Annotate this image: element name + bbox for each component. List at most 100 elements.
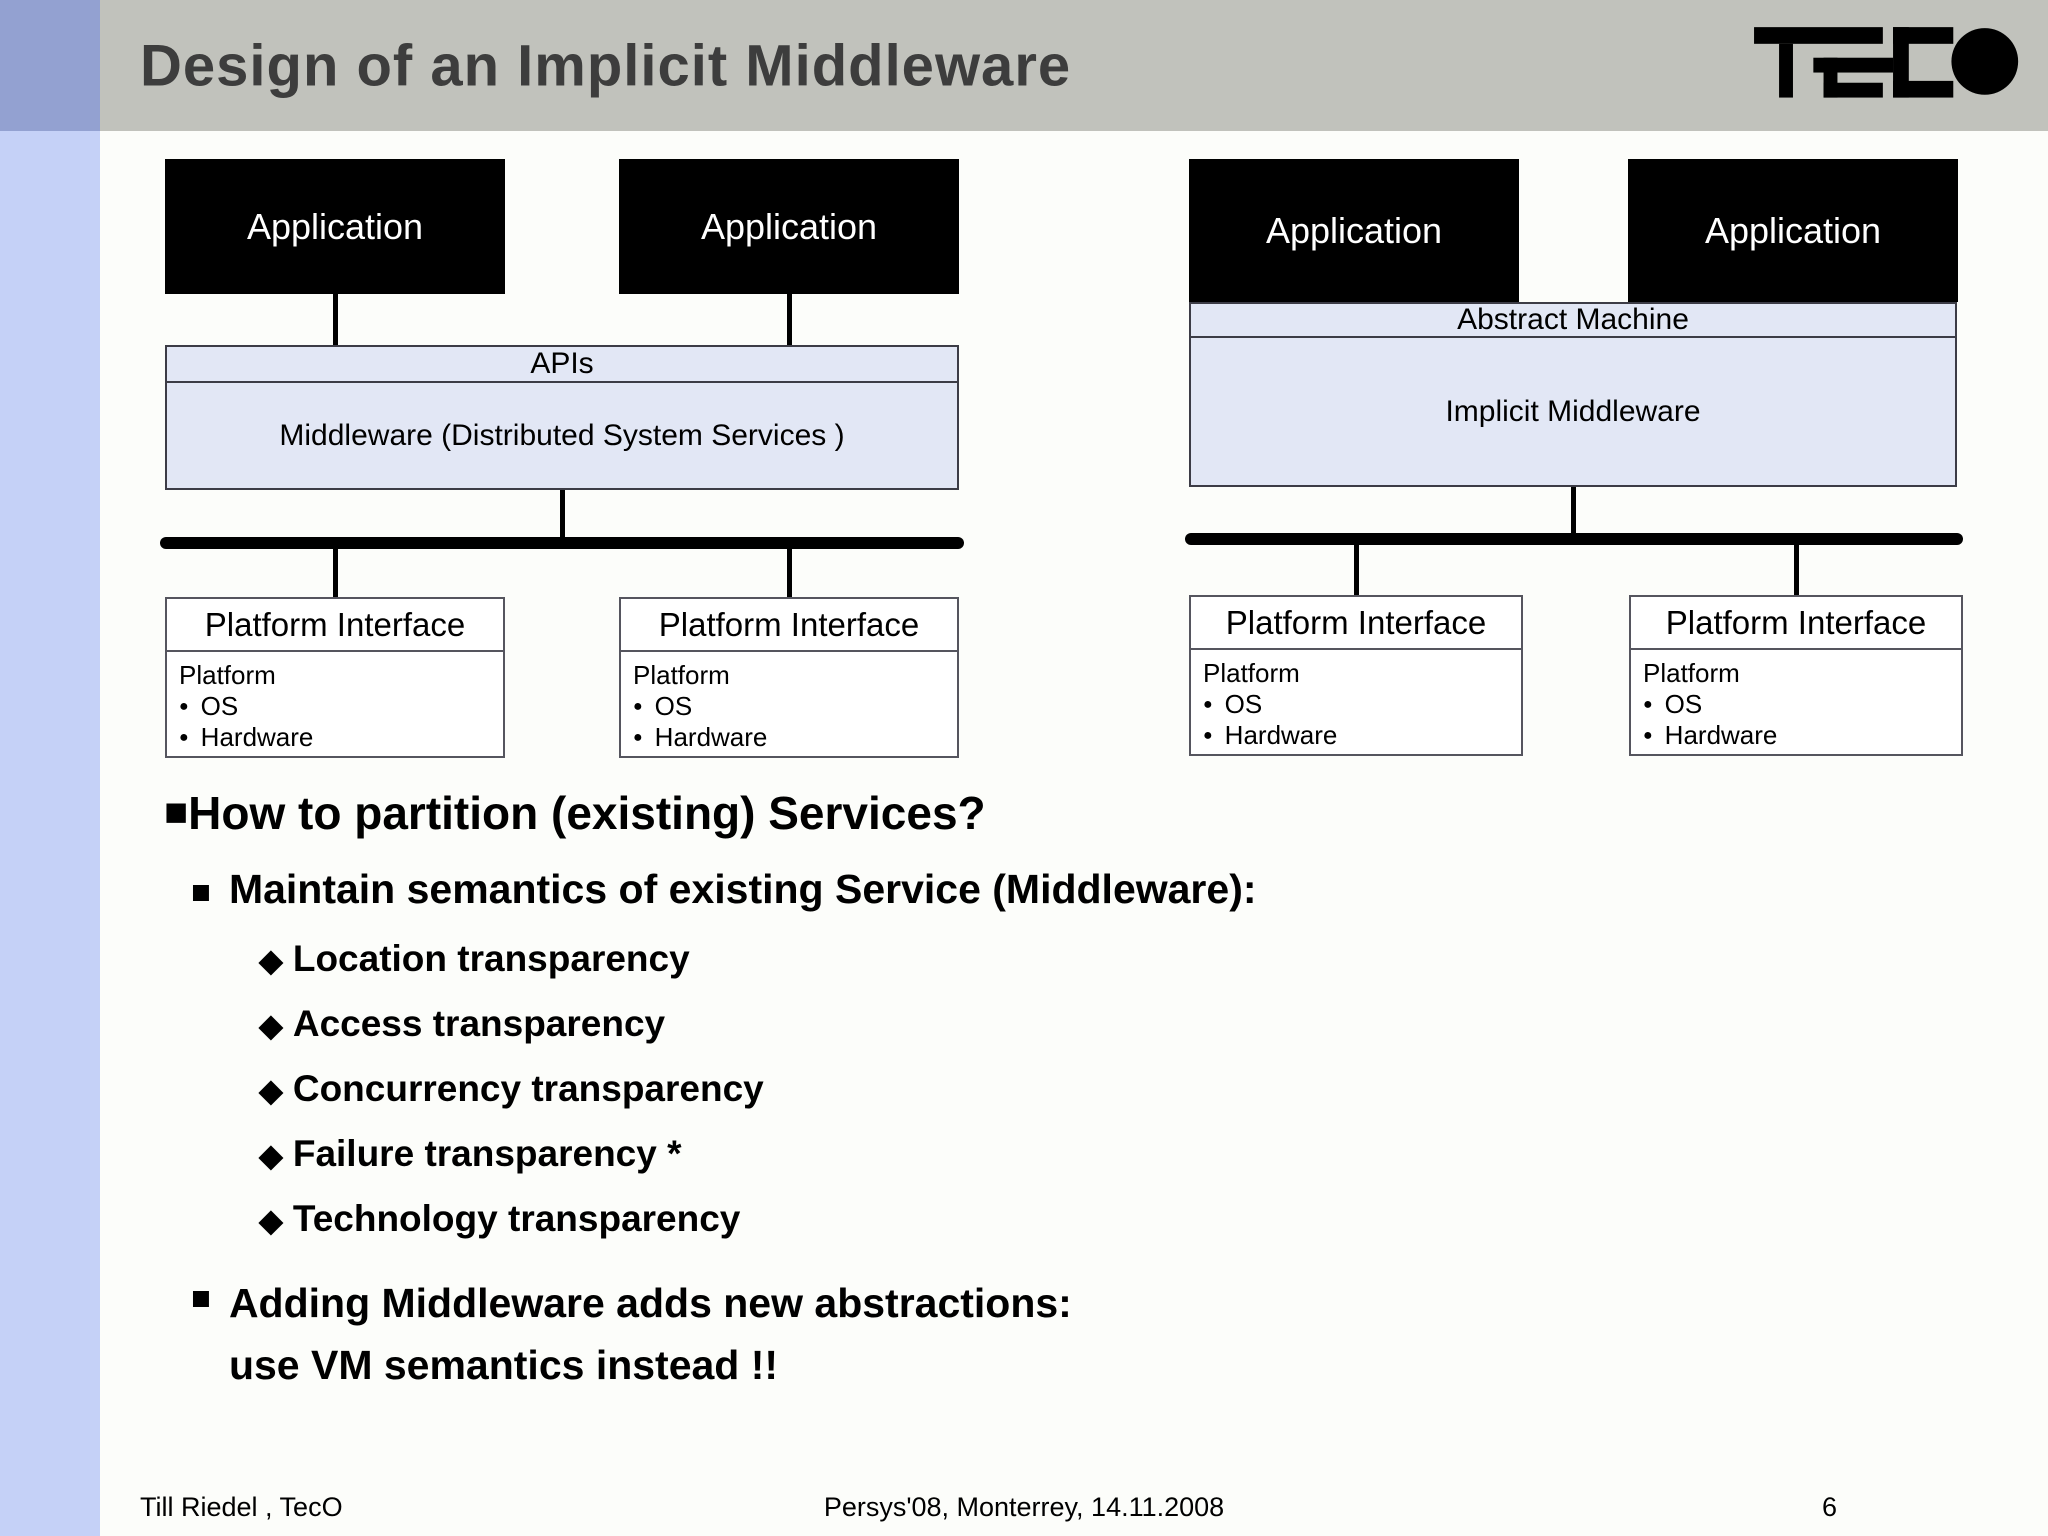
platform-item-label: Hardware bbox=[1664, 720, 1778, 750]
transparency-item: ◆ Location transparency bbox=[259, 938, 690, 984]
dot-bullet-icon: ● bbox=[633, 729, 643, 746]
platform-interface-box: Platform Interface Platform ● OS ● Hardwar… bbox=[1629, 595, 1963, 756]
connector-line bbox=[787, 294, 792, 345]
diamond-bullet-icon: ◆ bbox=[259, 1073, 283, 1108]
middleware-label: Middleware (Distributed System Services … bbox=[279, 418, 845, 452]
slide-header: Design of an Implicit Middleware bbox=[100, 0, 2048, 131]
sidebar-accent-top bbox=[0, 0, 100, 131]
dot-bullet-icon: ● bbox=[1203, 727, 1213, 744]
application-box: Application bbox=[1628, 159, 1958, 302]
platform-item-list: ● OS ● Hardware bbox=[1203, 689, 1521, 751]
platform-item: ● Hardware bbox=[1643, 720, 1961, 751]
transparency-item: ◆ Concurrency transparency bbox=[259, 1068, 764, 1114]
footer-page-number: 6 bbox=[1822, 1492, 1838, 1522]
platform-item-label: Hardware bbox=[654, 722, 768, 752]
transparency-item: ◆ Technology transparency bbox=[259, 1198, 740, 1244]
subheading-line: ■ Maintain semantics of existing Service … bbox=[191, 866, 1257, 918]
apis-box: APIs bbox=[165, 345, 959, 383]
platform-item-list: ● OS ● Hardware bbox=[633, 691, 957, 753]
platform-item: ● Hardware bbox=[1203, 720, 1521, 751]
platform-item: ● OS bbox=[1203, 689, 1521, 720]
heading-line: ■How to partition (existing) Services? bbox=[164, 786, 986, 840]
platform-item-label: OS bbox=[654, 691, 693, 721]
dot-bullet-icon: ● bbox=[179, 729, 189, 746]
footer-author: Till Riedel , TecO bbox=[140, 1492, 343, 1522]
middleware-box: Middleware (Distributed System Services … bbox=[165, 381, 959, 490]
application-box: Application bbox=[619, 159, 959, 294]
dot-bullet-icon: ● bbox=[1643, 696, 1653, 713]
platform-subtitle: Platform bbox=[633, 660, 730, 690]
diamond-bullet-icon: ◆ bbox=[259, 943, 283, 978]
connector-line bbox=[1794, 545, 1799, 595]
platform-item: ● Hardware bbox=[179, 722, 503, 753]
diamond-bullet-icon: ◆ bbox=[259, 1008, 283, 1043]
application-label: Application bbox=[246, 205, 424, 247]
transparency-label: Access transparency bbox=[292, 1003, 666, 1044]
slide-title: Design of an Implicit Middleware bbox=[140, 33, 1072, 98]
transparency-label: Technology transparency bbox=[292, 1198, 741, 1239]
closing-line-2: use VM semantics instead !! bbox=[228, 1342, 779, 1388]
application-box: Application bbox=[1189, 159, 1519, 302]
platform-item-label: Hardware bbox=[1224, 720, 1338, 750]
platform-interface-box: Platform Interface Platform ● OS ● Hardwar… bbox=[1189, 595, 1523, 756]
platform-item-label: OS bbox=[1664, 689, 1703, 719]
platform-interface-title: Platform Interface bbox=[1631, 597, 1961, 650]
sidebar-accent-bottom bbox=[0, 131, 100, 1536]
teco-logo-icon bbox=[1754, 27, 2019, 98]
square-bullet-icon: ■ bbox=[164, 790, 189, 834]
connector-line bbox=[333, 549, 338, 597]
platform-item-label: Hardware bbox=[200, 722, 314, 752]
diamond-bullet-icon: ◆ bbox=[259, 1203, 283, 1238]
platform-item-list: ● OS ● Hardware bbox=[179, 691, 503, 753]
implicit-middleware-label: Implicit Middleware bbox=[1445, 394, 1701, 428]
platform-interface-box: Platform Interface Platform ● OS ● Hardwar… bbox=[619, 597, 959, 758]
dot-bullet-icon: ● bbox=[1643, 727, 1653, 744]
platform-item-label: OS bbox=[200, 691, 239, 721]
connector-line bbox=[1354, 545, 1359, 595]
platform-item: ● Hardware bbox=[633, 722, 957, 753]
subheading-text: Maintain semantics of existing Service (… bbox=[228, 866, 1257, 912]
application-label: Application bbox=[1265, 209, 1443, 251]
platform-subtitle: Platform bbox=[1643, 658, 1740, 688]
platform-item-list: ● OS ● Hardware bbox=[1643, 689, 1961, 751]
network-bus-line bbox=[160, 537, 964, 549]
application-label: Application bbox=[700, 205, 878, 247]
connector-line bbox=[787, 549, 792, 597]
platform-item: ● OS bbox=[633, 691, 957, 722]
transparency-label: Location transparency bbox=[292, 938, 690, 979]
connector-line bbox=[1571, 487, 1576, 534]
network-bus-line bbox=[1185, 533, 1963, 545]
platform-interface-box: Platform Interface Platform ● OS ● Hardwar… bbox=[165, 597, 505, 758]
transparency-item: ◆ Access transparency bbox=[259, 1003, 665, 1049]
platform-interface-title: Platform Interface bbox=[1191, 597, 1521, 650]
abstract-machine-box: Abstract Machine bbox=[1189, 302, 1957, 338]
diamond-bullet-icon: ◆ bbox=[259, 1138, 283, 1173]
platform-item: ● OS bbox=[179, 691, 503, 722]
connector-line bbox=[333, 294, 338, 345]
application-label: Application bbox=[1704, 209, 1882, 251]
implicit-middleware-box: Implicit Middleware bbox=[1189, 336, 1957, 487]
platform-interface-title: Platform Interface bbox=[167, 599, 503, 652]
dot-bullet-icon: ● bbox=[179, 698, 189, 715]
transparency-label: Failure transparency * bbox=[292, 1133, 682, 1174]
square-bullet-icon: ■ bbox=[191, 1279, 211, 1316]
abstract-machine-label: Abstract Machine bbox=[1457, 303, 1689, 336]
platform-subtitle: Platform bbox=[1203, 658, 1300, 688]
apis-label: APIs bbox=[530, 347, 594, 380]
transparency-label: Concurrency transparency bbox=[292, 1068, 764, 1109]
platform-interface-title: Platform Interface bbox=[621, 599, 957, 652]
platform-subtitle: Platform bbox=[179, 660, 276, 690]
platform-item-label: OS bbox=[1224, 689, 1263, 719]
closing-line-1: Adding Middleware adds new abstractions: bbox=[228, 1280, 1072, 1326]
square-bullet-icon: ■ bbox=[191, 873, 211, 910]
dot-bullet-icon: ● bbox=[1203, 696, 1213, 713]
closing-text: Adding Middleware adds new abstractions:… bbox=[229, 1272, 1072, 1396]
heading-text: How to partition (existing) Services? bbox=[188, 787, 986, 839]
platform-item: ● OS bbox=[1643, 689, 1961, 720]
closing-line: ■ Adding Middleware adds new abstraction… bbox=[191, 1272, 1072, 1396]
dot-bullet-icon: ● bbox=[633, 698, 643, 715]
connector-line bbox=[560, 490, 565, 538]
footer-venue: Persys'08, Monterrey, 14.11.2008 bbox=[823, 1492, 1225, 1522]
transparency-item: ◆ Failure transparency * bbox=[259, 1133, 682, 1179]
